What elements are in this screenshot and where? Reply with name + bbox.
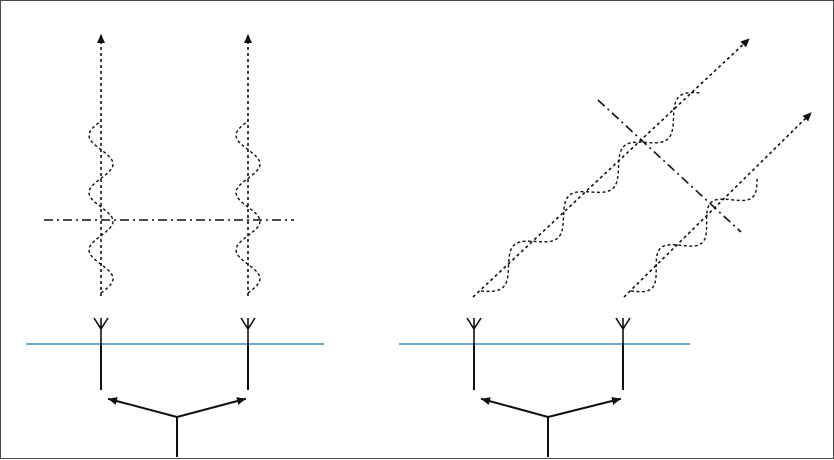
right-beam-1 <box>472 38 750 298</box>
left-antenna-1 <box>93 317 109 344</box>
left-wave-1 <box>88 120 114 294</box>
right-wave-2 <box>630 177 758 293</box>
right-feed-network <box>473 343 624 457</box>
left-antenna-2 <box>240 317 256 344</box>
right-beam-2 <box>623 112 812 298</box>
right-antenna-1 <box>466 317 482 344</box>
left-feed-network <box>100 343 249 457</box>
right-wave-1 <box>480 91 702 293</box>
right-wavefront-line <box>597 99 742 233</box>
right-antenna-2 <box>615 317 631 344</box>
left-wave-2 <box>235 120 261 294</box>
right-panel <box>399 38 812 457</box>
left-panel <box>26 34 324 457</box>
